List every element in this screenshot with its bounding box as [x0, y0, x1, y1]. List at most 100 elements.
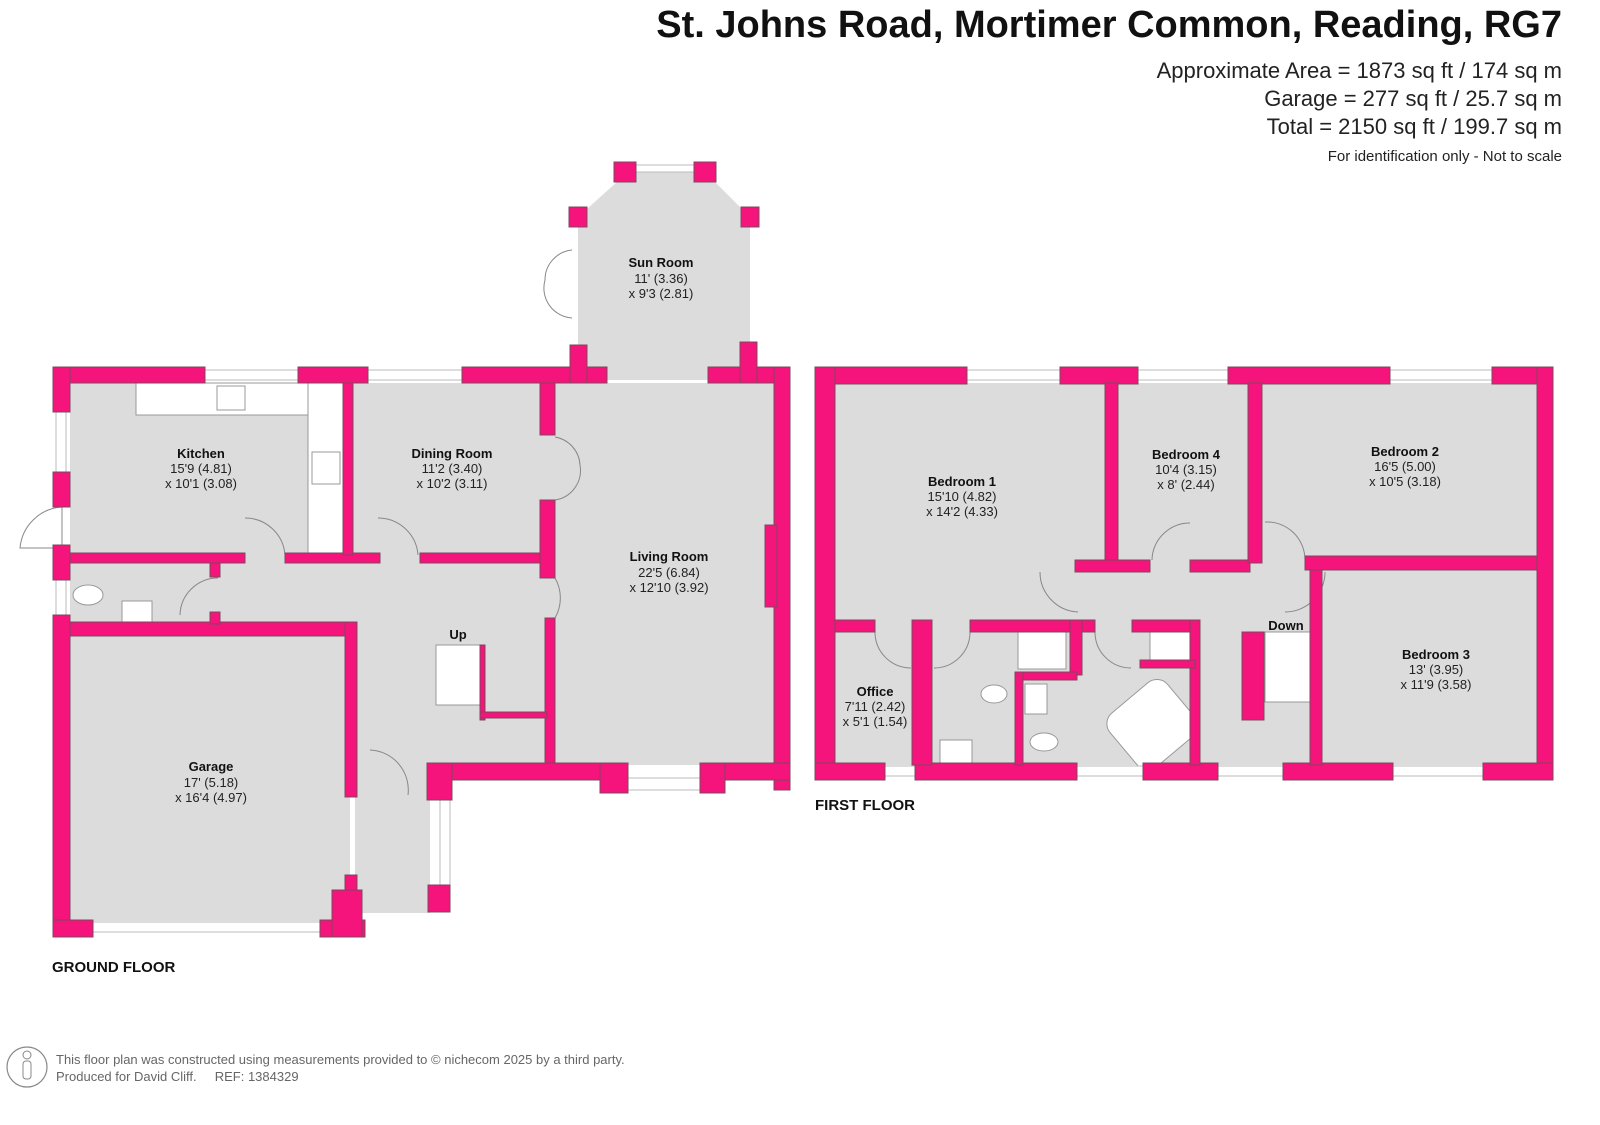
door-swing-icon	[1094, 631, 1132, 669]
wall	[1104, 382, 1119, 564]
bedroom-1-name: Bedroom 1	[928, 474, 996, 489]
wall	[209, 611, 221, 625]
door-swing-icon	[874, 631, 912, 669]
window	[55, 579, 67, 616]
sun-room-floor	[578, 172, 750, 380]
wall	[52, 366, 206, 384]
person-icon	[6, 1046, 48, 1088]
wall	[52, 919, 94, 938]
wall	[613, 161, 637, 183]
garage-dim: 17' (5.18)	[184, 775, 239, 790]
property-address: St. Johns Road, Mortimer Common, Reading…	[656, 4, 1562, 46]
wall	[1131, 619, 1198, 633]
window	[1137, 369, 1229, 381]
window	[55, 411, 67, 473]
wall	[209, 562, 221, 578]
wall	[693, 161, 717, 183]
living-room-dim: x 12'10 (3.92)	[629, 580, 708, 595]
basin-icon	[939, 739, 973, 764]
wall	[1189, 619, 1201, 766]
wall	[434, 762, 626, 781]
wall	[814, 366, 836, 781]
door-swing-icon	[543, 249, 573, 319]
bedroom-3-dim: x 11'9 (3.58)	[1401, 677, 1472, 692]
wall	[1014, 671, 1024, 766]
ground-floor-plan: Sun Room 11' (3.36) x 9'3 (2.81) Kitchen…	[19, 161, 791, 938]
wall	[427, 884, 451, 913]
wall	[52, 614, 71, 938]
office-name: Office	[857, 684, 894, 699]
wall	[599, 762, 629, 794]
stairs-up-label: Up	[449, 627, 466, 642]
wall	[834, 619, 876, 633]
bedroom-4-dim: 10'4 (3.15)	[1155, 462, 1217, 477]
wall	[1241, 631, 1265, 721]
wall	[1139, 659, 1196, 669]
basin-icon	[121, 600, 153, 623]
door-swing-icon	[1264, 521, 1306, 561]
wall	[1059, 366, 1139, 385]
garage-dim: x 16'4 (4.97)	[175, 790, 247, 805]
door-swing-icon	[377, 517, 419, 556]
wall	[297, 366, 369, 384]
window	[367, 369, 463, 381]
window	[1076, 765, 1144, 777]
kitchen-name: Kitchen	[177, 446, 225, 461]
door-swing-icon	[554, 436, 581, 501]
wall	[426, 762, 453, 801]
wall	[969, 619, 1096, 633]
sun-room-name: Sun Room	[629, 255, 694, 270]
stairs-down-label: Down	[1268, 618, 1303, 633]
wall	[544, 617, 556, 764]
wall	[52, 366, 71, 413]
wall	[342, 382, 354, 556]
window	[439, 799, 451, 886]
kitchen-dim: x 10'1 (3.08)	[165, 476, 237, 491]
door-swing-icon	[1039, 571, 1079, 613]
wall	[479, 644, 486, 721]
ground-floor-label: GROUND FLOOR	[52, 959, 176, 976]
sun-room-dim: x 9'3 (2.81)	[629, 286, 694, 301]
door-swing-icon	[554, 577, 561, 619]
dining-room-dim: 11'2 (3.40)	[422, 461, 483, 476]
door-swing-icon	[933, 631, 971, 669]
hob-icon	[311, 451, 341, 485]
wall	[764, 524, 778, 608]
bedroom-1-dim: x 14'2 (4.33)	[926, 504, 998, 519]
window	[966, 369, 1061, 381]
wall	[1309, 569, 1323, 766]
fixture	[1024, 683, 1048, 715]
wall	[914, 762, 1078, 781]
wall	[69, 552, 246, 564]
wall	[911, 619, 933, 766]
window	[627, 164, 706, 173]
bedroom-4-dim: x 8' (2.44)	[1157, 477, 1214, 492]
sink-icon	[216, 385, 246, 411]
first-floor-label: FIRST FLOOR	[815, 797, 915, 814]
wall	[1536, 366, 1554, 781]
wall	[1142, 762, 1219, 781]
bedroom-4-name: Bedroom 4	[1152, 447, 1221, 462]
fixture	[1149, 631, 1191, 661]
wall	[1482, 762, 1554, 781]
wall	[331, 889, 363, 938]
bedroom-1-dim: 15'10 (4.82)	[928, 489, 997, 504]
toilet-icon	[1029, 732, 1059, 752]
bedroom-3-name: Bedroom 3	[1402, 647, 1470, 662]
window	[1217, 765, 1284, 777]
wall	[1014, 671, 1078, 681]
wall	[52, 544, 71, 581]
wall	[739, 341, 758, 384]
window	[1392, 765, 1484, 777]
kitchen-dim: 15'9 (4.81)	[170, 461, 232, 476]
wall	[539, 499, 556, 579]
room-floor	[835, 383, 1537, 765]
footer-disclaimer: This floor plan was constructed using me…	[56, 1052, 625, 1067]
room-floor	[355, 765, 430, 913]
bedroom-2-dim: x 10'5 (3.18)	[1369, 474, 1441, 489]
bedroom-3-dim: 13' (3.95)	[1409, 662, 1464, 677]
door-swing-icon	[1151, 522, 1191, 561]
window	[884, 765, 916, 777]
wall	[568, 206, 588, 228]
office-dim: 7'11 (2.42)	[845, 699, 906, 714]
